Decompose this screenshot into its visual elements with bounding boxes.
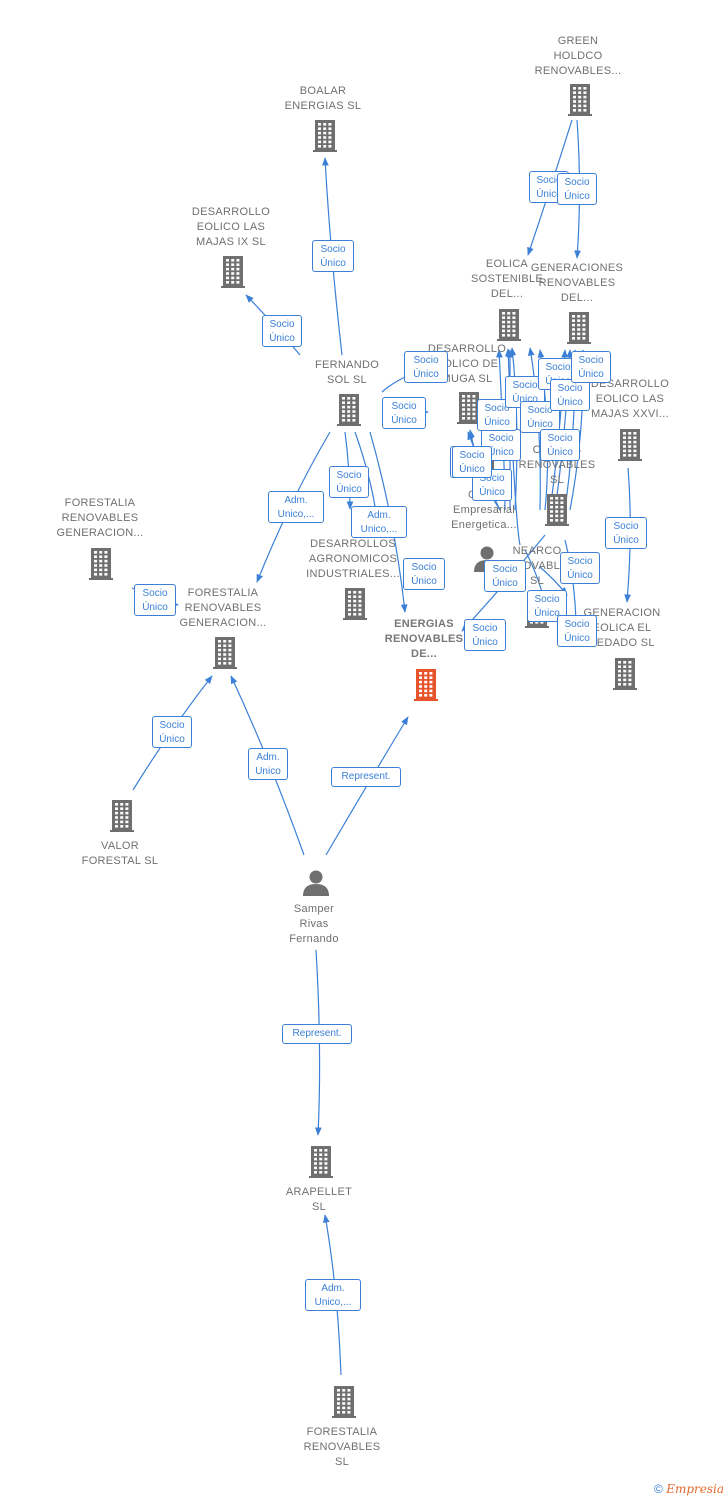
relation-badge[interactable]: Socio Único xyxy=(571,351,611,383)
company-icon[interactable] xyxy=(545,494,569,526)
node-label[interactable]: BOALAR ENERGIAS SL xyxy=(284,85,362,112)
node-label[interactable]: GENERACIONES RENOVABLES DEL... xyxy=(530,262,624,304)
relation-badge[interactable]: Socio Único xyxy=(312,240,354,272)
node-label[interactable]: VALOR FORESTAL SL xyxy=(81,840,159,867)
node-label[interactable]: FORESTALIA RENOVABLES SL xyxy=(303,1426,381,1468)
relation-badge[interactable]: Socio Único xyxy=(134,584,176,616)
relation-badge[interactable]: Represent. xyxy=(282,1024,352,1044)
relation-badge[interactable]: Socio Único xyxy=(464,619,506,651)
company-icon[interactable] xyxy=(613,658,637,690)
node-label[interactable]: FERNANDO SOL SL xyxy=(314,359,380,386)
relation-badge[interactable]: Represent. xyxy=(331,767,401,787)
company-icon[interactable] xyxy=(332,1386,356,1418)
node-label[interactable]: DESARROLLO EOLICO LAS MAJAS IX SL xyxy=(191,206,271,248)
node-label[interactable]: DESARROLLOS AGRONOMICOS INDUSTRIALES... xyxy=(306,538,400,580)
relation-edge xyxy=(314,949,322,1136)
relation-badge[interactable]: Socio Único xyxy=(262,315,302,347)
node-label[interactable]: ARAPELLET SL xyxy=(285,1186,353,1213)
node-label[interactable]: FORESTALIA RENOVABLES GENERACION... xyxy=(179,587,267,629)
node-label[interactable]: DESARROLLO EOLICO LAS MAJAS XXVI... xyxy=(590,378,670,420)
company-icon[interactable] xyxy=(221,256,245,288)
company-icon[interactable] xyxy=(337,394,361,426)
relation-badge[interactable]: Socio Único xyxy=(329,466,369,498)
relation-badge[interactable]: Socio Único xyxy=(560,552,600,584)
company-icon[interactable] xyxy=(457,392,481,424)
company-icon[interactable] xyxy=(497,309,521,341)
company-icon[interactable] xyxy=(313,120,337,152)
node-label[interactable]: EOLICA SOSTENIBLE DEL... xyxy=(470,258,544,300)
relation-badge[interactable]: Socio Único xyxy=(557,615,597,647)
company-icon[interactable] xyxy=(343,588,367,620)
relation-badge[interactable]: Socio Único xyxy=(605,517,647,549)
footer-brand: © Empresia xyxy=(654,1482,724,1496)
focus-company-icon[interactable] xyxy=(414,669,438,701)
company-icon[interactable] xyxy=(213,637,237,669)
brand-logo: Empresia xyxy=(666,1482,724,1496)
company-icon[interactable] xyxy=(309,1146,333,1178)
relation-badge[interactable]: Socio Único xyxy=(404,351,448,383)
node-label[interactable]: Samper Rivas Fernando xyxy=(289,903,339,945)
node-label[interactable]: GENERACION EOLICA EL VEDADO SL xyxy=(583,607,661,649)
node-label[interactable]: ENERGIAS RENOVABLES DE... xyxy=(384,618,464,660)
relation-badge[interactable]: Socio Único xyxy=(557,173,597,205)
company-icon[interactable] xyxy=(110,800,134,832)
person-icon[interactable] xyxy=(303,870,329,897)
relation-badge[interactable]: Socio Único xyxy=(540,429,580,461)
relation-badge[interactable]: Adm. Unico,... xyxy=(268,491,324,523)
company-icon[interactable] xyxy=(89,548,113,580)
relation-badge[interactable]: Socio Único xyxy=(550,379,590,411)
relation-badge[interactable]: Socio Único xyxy=(152,716,192,748)
relation-badge[interactable]: Adm. Unico,... xyxy=(351,506,407,538)
node-label[interactable]: GREEN HOLDCO RENOVABLES... xyxy=(534,35,622,77)
relation-badge[interactable]: Socio Único xyxy=(382,397,426,429)
company-icon[interactable] xyxy=(567,312,591,344)
company-icon[interactable] xyxy=(568,84,592,116)
node-label[interactable]: FORESTALIA RENOVABLES GENERACION... xyxy=(56,497,144,539)
copyright-symbol: © xyxy=(654,1482,663,1496)
company-icon[interactable] xyxy=(618,429,642,461)
relation-badge[interactable]: Socio Único xyxy=(403,558,445,590)
relation-badge[interactable]: Adm. Unico,... xyxy=(305,1279,361,1311)
relation-badge[interactable]: Socio Único xyxy=(452,446,492,478)
relation-badge[interactable]: Adm. Unico xyxy=(248,748,288,780)
relation-badge[interactable]: Socio Único xyxy=(484,560,526,592)
